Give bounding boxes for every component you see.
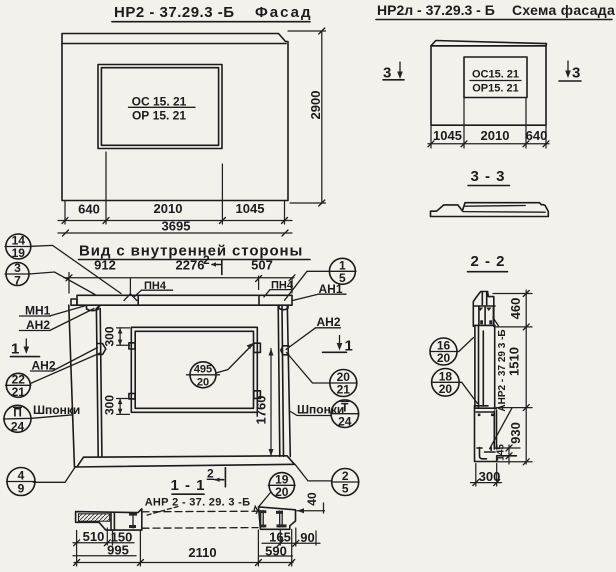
svg-text:5: 5: [342, 482, 349, 496]
svg-text:40: 40: [305, 492, 319, 506]
svg-text:1: 1: [339, 258, 346, 272]
svg-text:1760: 1760: [254, 396, 269, 425]
svg-text:165: 165: [269, 530, 291, 545]
svg-text:24: 24: [338, 415, 352, 429]
svg-text:590: 590: [265, 544, 287, 559]
svg-text:5: 5: [339, 271, 346, 285]
svg-text:П: П: [13, 406, 22, 420]
svg-text:150: 150: [111, 530, 133, 545]
svg-text:20: 20: [439, 382, 453, 396]
svg-text:20: 20: [437, 351, 451, 365]
svg-text:АНР2 - 37 29 3 -Б: АНР2 - 37 29 3 -Б: [497, 329, 508, 411]
svg-text:ОС 15. 21: ОС 15. 21: [132, 95, 187, 109]
svg-text:19: 19: [12, 246, 26, 260]
svg-text:3 - 3: 3 - 3: [470, 168, 505, 185]
svg-text:9: 9: [18, 482, 25, 496]
svg-text:АНР 2 - 37. 29. 3 -Б: АНР 2 - 37. 29. 3 -Б: [145, 497, 251, 509]
svg-text:20: 20: [197, 377, 209, 389]
svg-text:24: 24: [11, 420, 25, 434]
svg-text:АН2: АН2: [26, 318, 50, 332]
svg-text:2010: 2010: [481, 128, 510, 143]
svg-text:18: 18: [439, 369, 453, 383]
svg-text:995: 995: [107, 543, 129, 558]
svg-text:16: 16: [437, 339, 451, 353]
svg-text:510: 510: [83, 529, 105, 544]
svg-text:Фасад: Фасад: [255, 4, 313, 21]
svg-text:22: 22: [12, 372, 26, 386]
svg-text:НР2 - 37.29.3 -Б: НР2 - 37.29.3 -Б: [114, 4, 235, 21]
svg-text:Т: Т: [341, 401, 349, 415]
svg-text:ПН4: ПН4: [271, 280, 294, 292]
svg-text:460: 460: [508, 298, 523, 320]
svg-text:145: 145: [496, 444, 507, 461]
svg-text:3: 3: [14, 261, 21, 275]
svg-text:930: 930: [508, 422, 523, 444]
svg-text:2: 2: [342, 469, 349, 483]
svg-text:НР2л - 37.29.3 - Б: НР2л - 37.29.3 - Б: [377, 2, 495, 18]
svg-text:3: 3: [383, 65, 391, 82]
svg-text:300: 300: [103, 326, 117, 346]
svg-text:3: 3: [572, 65, 580, 82]
svg-text:14: 14: [12, 234, 26, 248]
svg-text:1045: 1045: [433, 128, 462, 143]
svg-text:640: 640: [78, 202, 100, 217]
svg-text:300: 300: [103, 395, 117, 415]
svg-text:Шпонки: Шпонки: [33, 403, 80, 417]
svg-text:2: 2: [207, 467, 214, 481]
svg-text:90: 90: [300, 530, 314, 545]
svg-text:19: 19: [275, 472, 289, 486]
svg-text:7: 7: [14, 274, 21, 288]
svg-text:ОР 15. 21: ОР 15. 21: [132, 109, 186, 123]
svg-text:2900: 2900: [308, 91, 323, 120]
svg-text:2 - 2: 2 - 2: [470, 253, 505, 270]
svg-text:912: 912: [94, 258, 116, 273]
svg-text:21: 21: [12, 385, 26, 399]
svg-text:20: 20: [275, 485, 289, 499]
svg-text:20: 20: [337, 370, 351, 384]
svg-text:АН1: АН1: [319, 282, 343, 296]
svg-text:640: 640: [526, 128, 548, 143]
svg-text:2: 2: [203, 253, 210, 267]
svg-text:1510: 1510: [507, 347, 522, 376]
svg-text:495: 495: [194, 364, 212, 376]
svg-text:Схема фасада: Схема фасада: [512, 2, 615, 18]
svg-text:300: 300: [479, 469, 501, 484]
svg-text:1: 1: [11, 341, 19, 358]
svg-text:1045: 1045: [236, 201, 265, 216]
svg-text:ОС15. 21: ОС15. 21: [472, 69, 519, 81]
svg-text:2276: 2276: [176, 258, 205, 273]
svg-text:21: 21: [337, 383, 351, 397]
svg-text:МН1: МН1: [25, 304, 51, 318]
svg-text:АН2: АН2: [32, 358, 56, 372]
svg-text:4: 4: [18, 469, 25, 483]
svg-text:ОР15. 21: ОР15. 21: [472, 83, 518, 95]
svg-text:ПН4: ПН4: [144, 280, 167, 292]
svg-text:3695: 3695: [162, 219, 191, 234]
svg-text:АН2: АН2: [317, 315, 341, 329]
svg-text:507: 507: [251, 258, 273, 273]
svg-text:1 - 1: 1 - 1: [170, 477, 205, 494]
svg-text:2110: 2110: [188, 545, 216, 560]
svg-text:2010: 2010: [154, 201, 183, 216]
svg-text:Вид с внутренней стороны: Вид с внутренней стороны: [79, 243, 303, 260]
svg-text:1: 1: [345, 338, 353, 355]
